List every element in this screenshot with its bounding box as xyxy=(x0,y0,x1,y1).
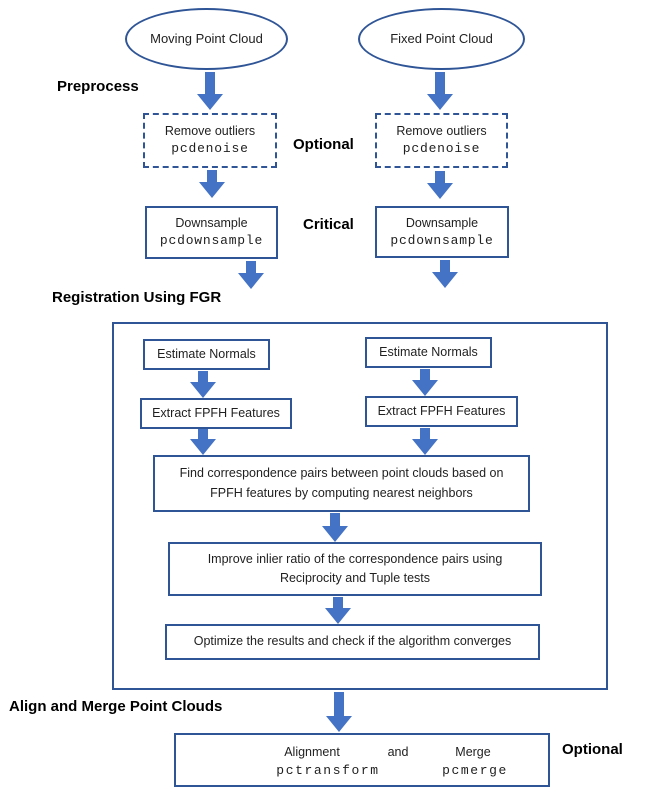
node-label: Estimate Normals xyxy=(379,345,478,360)
flow-arrow-down-icon xyxy=(326,692,352,732)
node-label: Downsample xyxy=(405,215,479,230)
function-name-pcdenoise: pcdenoise xyxy=(402,141,481,157)
function-name-pctransform: pctransform xyxy=(276,763,380,778)
label-preprocess: Preprocess xyxy=(57,78,139,95)
flow-arrow-down-icon xyxy=(190,429,216,455)
flow-arrow-down-icon xyxy=(238,261,264,289)
and-label: and xyxy=(387,745,409,759)
flow-arrow-down-icon xyxy=(322,513,348,542)
flow-arrow-down-icon xyxy=(427,171,453,199)
node-label: Fixed Point Cloud xyxy=(390,30,493,46)
label-critical: Critical xyxy=(303,216,354,233)
node-downsample-moving: Downsample pcdownsample xyxy=(145,206,278,259)
node-label: Extract FPFH Features xyxy=(377,404,506,419)
node-fixed-point-cloud: Fixed Point Cloud xyxy=(358,8,525,70)
label-optional-bottom: Optional xyxy=(562,741,623,758)
flow-arrow-down-icon xyxy=(412,369,438,396)
node-label: Remove outliers xyxy=(396,124,487,139)
node-label: Extract FPFH Features xyxy=(152,406,280,421)
flow-arrow-down-icon xyxy=(325,597,351,624)
flow-arrow-down-icon xyxy=(197,72,223,110)
flow-arrow-down-icon xyxy=(432,260,458,288)
node-estimate-normals-fixed: Estimate Normals xyxy=(365,337,492,368)
label-optional-top: Optional xyxy=(293,136,354,153)
flow-arrow-down-icon xyxy=(427,72,453,110)
merge-label: Merge xyxy=(455,745,491,759)
node-label: Downsample xyxy=(175,216,248,231)
registration-container-box xyxy=(112,322,608,690)
node-alignment-and-merge: Alignment and Merge pctransform pcmerge xyxy=(174,733,550,787)
node-remove-outliers-moving: Remove outliers pcdenoise xyxy=(143,113,277,168)
flow-arrow-down-icon xyxy=(190,371,216,398)
function-name-pcdownsample: pcdownsample xyxy=(159,233,264,249)
node-extract-fpfh-fixed: Extract FPFH Features xyxy=(365,396,518,427)
node-extract-fpfh-moving: Extract FPFH Features xyxy=(140,398,292,429)
node-improve-inlier-ratio: Improve inlier ratio of the corresponden… xyxy=(168,542,542,596)
node-label: Remove outliers xyxy=(164,124,256,139)
function-name-pcdenoise: pcdenoise xyxy=(171,141,249,157)
node-find-correspondence: Find correspondence pairs between point … xyxy=(153,455,530,512)
node-label: Optimize the results and check if the al… xyxy=(193,634,512,649)
function-name-pcmerge: pcmerge xyxy=(442,763,508,778)
label-registration-using-fgr: Registration Using FGR xyxy=(52,289,222,306)
node-downsample-fixed: Downsample pcdownsample xyxy=(375,206,509,258)
node-label: Estimate Normals xyxy=(157,347,256,362)
node-optimize-converge: Optimize the results and check if the al… xyxy=(165,624,540,660)
node-moving-point-cloud: Moving Point Cloud xyxy=(125,8,288,70)
node-label: Improve inlier ratio of the corresponden… xyxy=(207,551,503,585)
flow-arrow-down-icon xyxy=(412,428,438,455)
flow-arrow-down-icon xyxy=(199,170,225,198)
node-estimate-normals-moving: Estimate Normals xyxy=(143,339,270,370)
node-label: Find correspondence pairs between point … xyxy=(179,466,504,500)
node-label: Moving Point Cloud xyxy=(150,30,263,46)
function-name-pcdownsample: pcdownsample xyxy=(390,232,494,248)
label-align-and-merge: Align and Merge Point Clouds xyxy=(9,698,223,715)
node-remove-outliers-fixed: Remove outliers pcdenoise xyxy=(375,113,508,168)
alignment-label: Alignment xyxy=(284,745,340,759)
